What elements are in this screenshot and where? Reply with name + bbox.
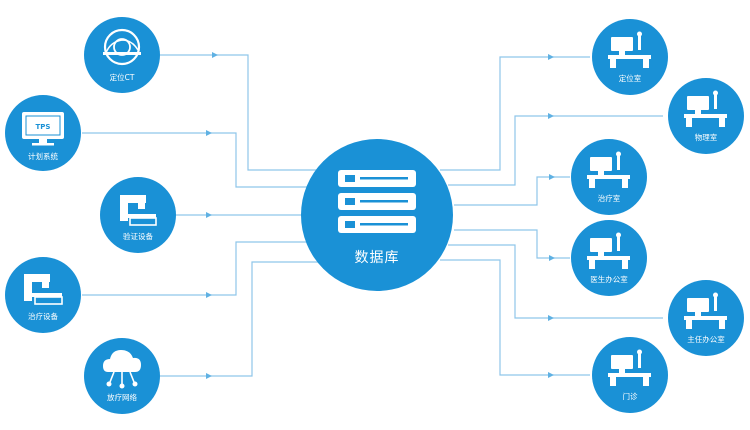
node-treatment-device: 治疗设备 xyxy=(5,257,81,333)
connector-physics-room xyxy=(448,115,663,186)
arrow-doctor-office xyxy=(549,255,555,261)
connector-doctor-office xyxy=(454,229,570,259)
connector-tps xyxy=(82,132,312,188)
node-positioning-room: 定位室 xyxy=(592,19,668,95)
arrow-physics-room xyxy=(548,113,554,119)
arrow-director-office xyxy=(548,315,554,321)
node-label: 门诊 xyxy=(623,391,638,401)
workstation-icon xyxy=(684,292,727,329)
node-radiotherapy-network: 放疗网络 xyxy=(84,338,160,414)
monitor-screen-text: TPS xyxy=(36,123,51,131)
node-label: 医生办公室 xyxy=(590,274,628,284)
node-label: 定位CT xyxy=(110,72,135,82)
ct-scanner-icon xyxy=(103,28,141,66)
node-label: 主任办公室 xyxy=(687,334,725,344)
node-label: 放疗网络 xyxy=(107,392,137,402)
workstation-icon xyxy=(684,90,727,127)
workstation-icon xyxy=(587,151,630,188)
node-outpatient: 门诊 xyxy=(592,337,668,413)
connector-treatment-room xyxy=(454,176,570,206)
node-director-office: 主任办公室 xyxy=(668,280,744,356)
node-treatment-room: 治疗室 xyxy=(571,139,647,215)
arrow-treatment xyxy=(206,292,212,298)
cloud-network-icon xyxy=(103,350,141,389)
arrow-outpatient xyxy=(548,372,554,378)
arrow-network xyxy=(206,373,212,379)
node-label: 治疗设备 xyxy=(28,311,58,321)
connector-ct xyxy=(160,54,320,171)
node-label: 计划系统 xyxy=(28,151,58,161)
node-planning-system: TPS 计划系统 xyxy=(5,95,81,171)
workstation-icon xyxy=(608,31,651,68)
verification-device-icon xyxy=(120,195,157,226)
connector-lines xyxy=(82,52,663,379)
connector-outpatient xyxy=(440,259,590,376)
connector-positioning-room xyxy=(440,56,590,171)
workstation-icon xyxy=(608,349,651,386)
server-stack-icon xyxy=(338,170,416,233)
connector-treatment xyxy=(82,241,312,296)
arrow-treatment-room xyxy=(549,174,555,180)
arrow-positioning-room xyxy=(548,54,554,60)
node-label: 定位室 xyxy=(619,73,642,83)
node-label: 验证设备 xyxy=(123,231,153,241)
node-label: 治疗室 xyxy=(598,193,621,203)
arrow-tps xyxy=(206,130,212,136)
connector-director-office xyxy=(448,244,663,319)
node-ct: 定位CT xyxy=(84,17,160,93)
arrow-verify xyxy=(206,212,212,218)
node-physics-room: 物理室 xyxy=(668,78,744,154)
database-hub: 数据库 xyxy=(301,139,453,291)
node-doctor-office: 医生办公室 xyxy=(571,220,647,296)
monitor-icon: TPS xyxy=(22,112,64,146)
node-verification-device: 验证设备 xyxy=(100,177,176,253)
workstation-icon xyxy=(587,232,630,269)
hub-circle xyxy=(301,139,453,291)
hub-label: 数据库 xyxy=(355,250,400,266)
arrow-ct xyxy=(212,52,218,58)
connector-network xyxy=(160,261,322,377)
treatment-machine-icon xyxy=(24,274,63,305)
node-label: 物理室 xyxy=(695,132,718,142)
